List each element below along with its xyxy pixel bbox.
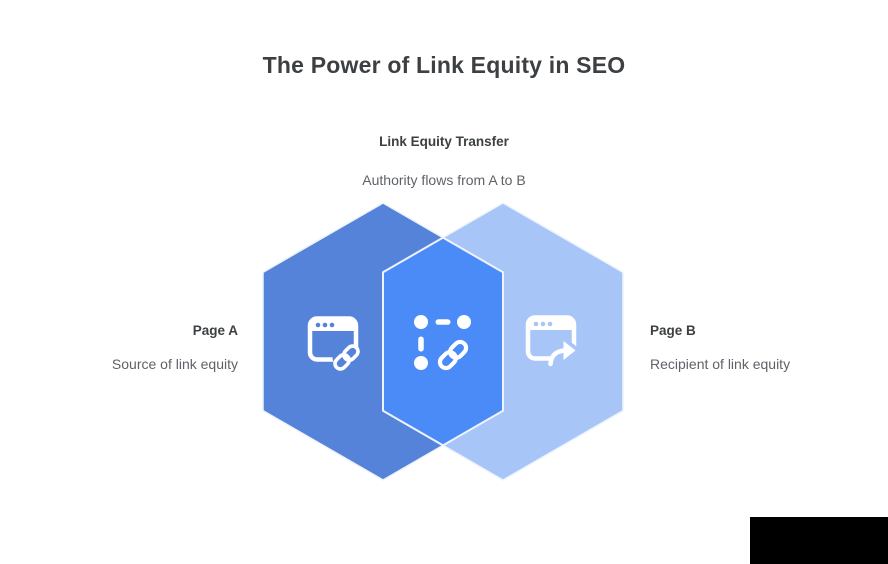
page-b-subheading: Recipient of link equity bbox=[650, 356, 791, 372]
page-a-subheading: Source of link equity bbox=[111, 356, 238, 372]
browser-dot bbox=[540, 321, 546, 327]
page-b-heading: Page B bbox=[650, 323, 696, 338]
transfer-subheading: Authority flows from A to B bbox=[362, 172, 526, 188]
chain-link-glyph bbox=[437, 339, 469, 371]
overlap-hexagon bbox=[382, 236, 504, 447]
browser-external-arrow-icon bbox=[525, 315, 580, 370]
browser-dot bbox=[329, 322, 335, 328]
browser-dot bbox=[322, 322, 328, 328]
chain-link-glyph bbox=[333, 344, 360, 371]
page-title: The Power of Link Equity in SEO bbox=[262, 52, 626, 78]
browser-dot bbox=[315, 322, 321, 328]
browser-dot bbox=[547, 321, 553, 327]
transfer-heading: Link Equity Transfer bbox=[379, 134, 509, 149]
browser-dot bbox=[533, 321, 539, 327]
page-a-heading: Page A bbox=[192, 323, 238, 338]
watermark-redaction-box bbox=[750, 517, 888, 564]
page-a-label-block: Page A Source of link equity bbox=[18, 323, 238, 372]
page-b-label-block: Page B Recipient of link equity bbox=[650, 323, 870, 372]
network-link-icon bbox=[414, 315, 471, 371]
curved-arrow-glyph bbox=[548, 341, 576, 367]
browser-link-icon bbox=[307, 316, 362, 371]
transfer-label-block: Link Equity Transfer Authority flows fro… bbox=[0, 134, 888, 188]
